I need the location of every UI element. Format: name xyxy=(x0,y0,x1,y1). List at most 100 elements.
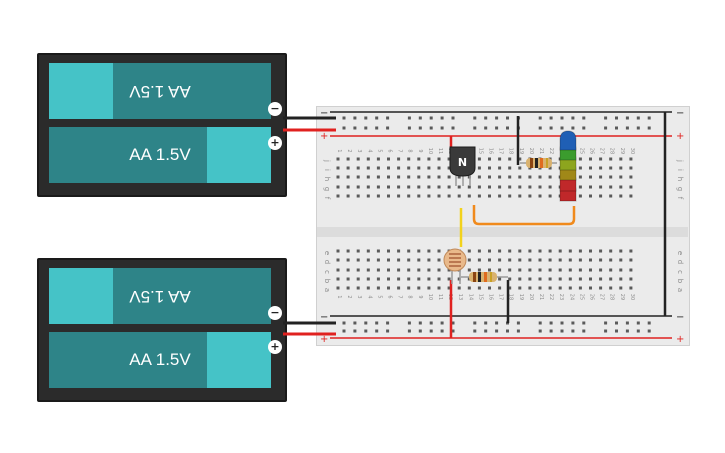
breadboard-hole[interactable] xyxy=(387,277,390,281)
breadboard-hole[interactable] xyxy=(342,116,346,120)
breadboard-hole[interactable] xyxy=(560,126,564,130)
breadboard-hole[interactable] xyxy=(346,175,350,179)
breadboard-hole[interactable] xyxy=(366,175,370,179)
breadboard-hole[interactable] xyxy=(417,258,421,262)
breadboard-hole[interactable] xyxy=(447,286,451,290)
breadboard-hole[interactable] xyxy=(548,286,552,290)
battery-pack-1[interactable]: AA 1.5V AA 1.5V − + xyxy=(37,53,287,197)
breadboard-hole[interactable] xyxy=(376,249,380,253)
breadboard-hole[interactable] xyxy=(508,286,512,290)
breadboard-hole[interactable] xyxy=(636,329,640,333)
breadboard-hole[interactable] xyxy=(387,175,390,179)
breadboard-hole[interactable] xyxy=(353,116,357,120)
breadboard-hole[interactable] xyxy=(427,268,431,272)
breadboard-hole[interactable] xyxy=(457,185,461,189)
breadboard-hole[interactable] xyxy=(589,268,592,272)
breadboard-hole[interactable] xyxy=(397,268,401,272)
breadboard-hole[interactable] xyxy=(488,175,491,179)
resistor[interactable] xyxy=(520,158,557,168)
breadboard-hole[interactable] xyxy=(538,321,542,325)
breadboard-hole[interactable] xyxy=(427,166,431,170)
breadboard-hole[interactable] xyxy=(397,249,401,253)
breadboard-hole[interactable] xyxy=(615,126,618,130)
breadboard-hole[interactable] xyxy=(366,286,370,290)
breadboard-hole[interactable] xyxy=(457,194,461,198)
breadboard-hole[interactable] xyxy=(364,329,368,333)
breadboard-hole[interactable] xyxy=(376,194,380,198)
photoresistor[interactable] xyxy=(443,248,467,284)
breadboard-hole[interactable] xyxy=(418,126,422,130)
breadboard-hole[interactable] xyxy=(508,185,512,189)
breadboard-hole[interactable] xyxy=(427,258,431,262)
breadboard-hole[interactable] xyxy=(417,277,421,281)
breadboard-hole[interactable] xyxy=(599,175,603,179)
breadboard-hole[interactable] xyxy=(342,126,346,130)
breadboard-hole[interactable] xyxy=(407,277,411,281)
breadboard-hole[interactable] xyxy=(578,286,582,290)
breadboard-hole[interactable] xyxy=(346,249,350,253)
breadboard-hole[interactable] xyxy=(589,286,592,290)
breadboard-hole[interactable] xyxy=(498,166,502,170)
breadboard-hole[interactable] xyxy=(356,258,360,262)
breadboard-hole[interactable] xyxy=(375,116,379,120)
breadboard-hole[interactable] xyxy=(473,329,477,333)
breadboard-hole[interactable] xyxy=(578,249,582,253)
breadboard-hole[interactable] xyxy=(589,258,592,262)
breadboard-hole[interactable] xyxy=(437,175,441,179)
breadboard-hole[interactable] xyxy=(548,166,552,170)
breadboard-hole[interactable] xyxy=(599,268,603,272)
breadboard-hole[interactable] xyxy=(336,249,340,253)
breadboard-hole[interactable] xyxy=(387,258,390,262)
breadboard-hole[interactable] xyxy=(418,116,422,120)
breadboard-hole[interactable] xyxy=(397,157,401,161)
breadboard-hole[interactable] xyxy=(516,321,520,325)
breadboard-hole[interactable] xyxy=(571,329,575,333)
breadboard-hole[interactable] xyxy=(548,268,552,272)
breadboard-hole[interactable] xyxy=(560,116,564,120)
breadboard-hole[interactable] xyxy=(440,116,444,120)
breadboard-hole[interactable] xyxy=(488,249,491,253)
breadboard-hole[interactable] xyxy=(578,268,582,272)
breadboard-hole[interactable] xyxy=(376,268,380,272)
breadboard-hole[interactable] xyxy=(528,175,532,179)
breadboard-hole[interactable] xyxy=(578,175,582,179)
breadboard-hole[interactable] xyxy=(477,258,481,262)
breadboard-hole[interactable] xyxy=(356,277,360,281)
breadboard-hole[interactable] xyxy=(609,166,613,170)
breadboard-hole[interactable] xyxy=(467,258,471,262)
breadboard-hole[interactable] xyxy=(356,286,360,290)
breadboard-hole[interactable] xyxy=(437,268,441,272)
breadboard-hole[interactable] xyxy=(447,185,451,189)
breadboard-hole[interactable] xyxy=(451,329,455,333)
breadboard-hole[interactable] xyxy=(619,249,623,253)
breadboard-hole[interactable] xyxy=(578,194,582,198)
breadboard-hole[interactable] xyxy=(437,249,441,253)
breadboard-hole[interactable] xyxy=(375,126,379,130)
breadboard-hole[interactable] xyxy=(417,268,421,272)
breadboard-hole[interactable] xyxy=(506,329,509,333)
breadboard-hole[interactable] xyxy=(518,286,522,290)
breadboard-hole[interactable] xyxy=(538,185,542,189)
breadboard-hole[interactable] xyxy=(488,166,491,170)
breadboard-hole[interactable] xyxy=(498,175,502,179)
breadboard-hole[interactable] xyxy=(447,194,451,198)
breadboard-hole[interactable] xyxy=(477,194,481,198)
breadboard-hole[interactable] xyxy=(356,166,360,170)
breadboard-hole[interactable] xyxy=(568,286,572,290)
breadboard-hole[interactable] xyxy=(578,258,582,262)
breadboard-hole[interactable] xyxy=(604,321,608,325)
breadboard-hole[interactable] xyxy=(417,175,421,179)
breadboard[interactable] xyxy=(316,106,690,346)
breadboard-hole[interactable] xyxy=(346,268,350,272)
breadboard-hole[interactable] xyxy=(484,126,488,130)
breadboard-hole[interactable] xyxy=(387,185,390,189)
breadboard-hole[interactable] xyxy=(376,175,380,179)
breadboard-hole[interactable] xyxy=(589,185,592,189)
breadboard-hole[interactable] xyxy=(467,185,471,189)
breadboard-hole[interactable] xyxy=(609,185,613,189)
breadboard-hole[interactable] xyxy=(578,166,582,170)
breadboard-hole[interactable] xyxy=(582,329,586,333)
breadboard-hole[interactable] xyxy=(495,116,499,120)
breadboard-hole[interactable] xyxy=(477,166,481,170)
breadboard-hole[interactable] xyxy=(599,185,603,189)
